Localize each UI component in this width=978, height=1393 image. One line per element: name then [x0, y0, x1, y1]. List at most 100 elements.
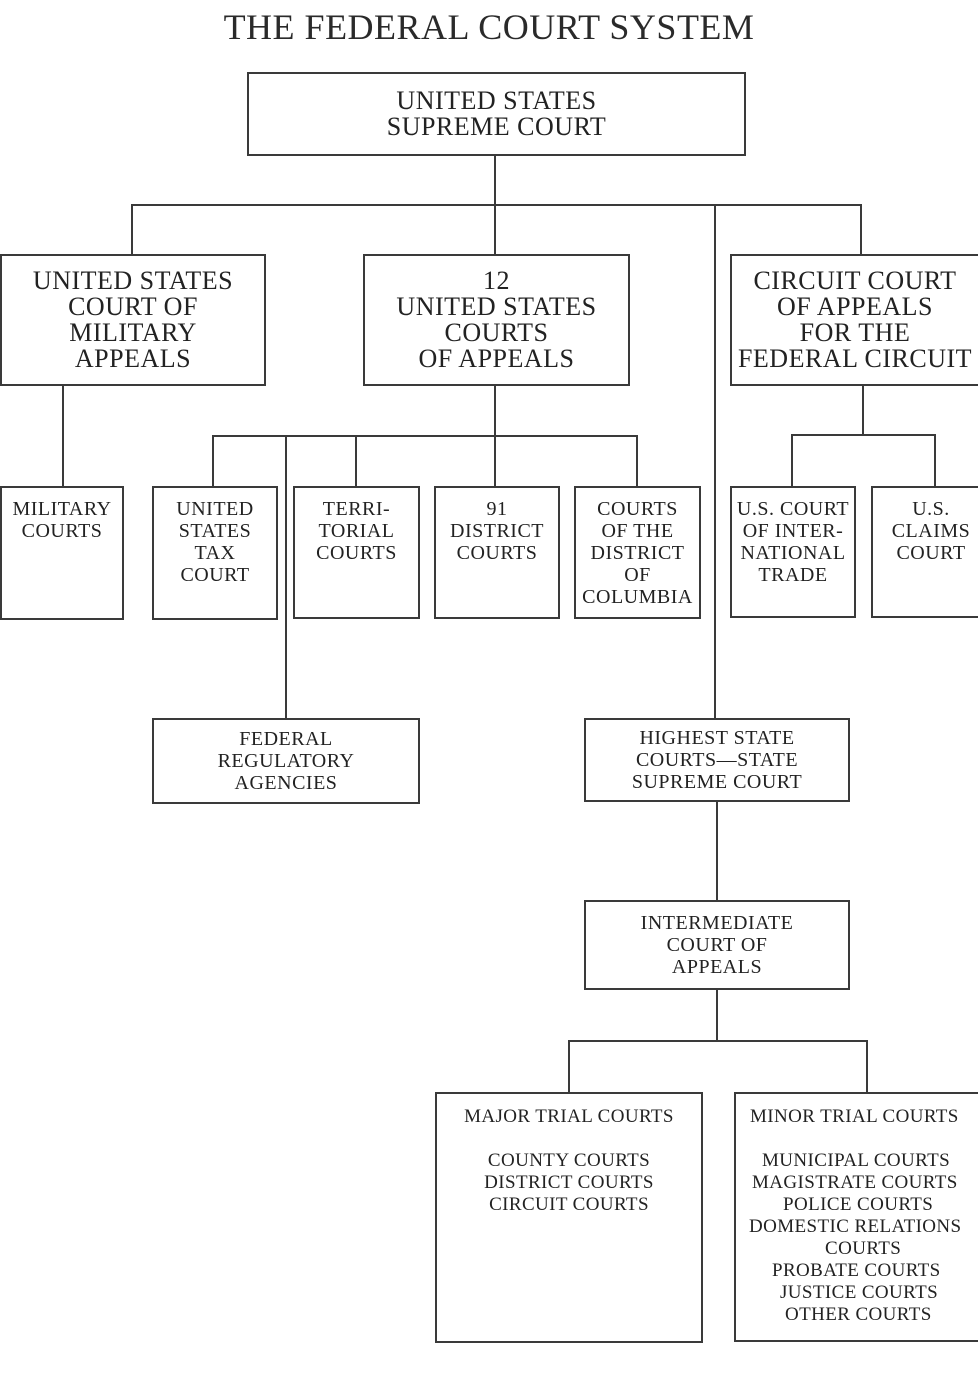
box-heading: MINOR TRIAL COURTS: [750, 1106, 959, 1127]
node-label: OF THE: [601, 520, 674, 542]
connector: [791, 434, 936, 436]
list-item: PROBATE COURTS: [772, 1260, 941, 1281]
spacer: [437, 1128, 701, 1150]
node-label: CLAIMS: [891, 520, 971, 542]
list-item: OTHER COURTS: [785, 1304, 932, 1325]
connector: [494, 204, 496, 254]
connector: [716, 989, 718, 1041]
connector: [716, 801, 718, 901]
node-label: HIGHEST STATE: [639, 727, 795, 749]
connector: [636, 435, 638, 486]
federal-circuit-box: CIRCUIT COURT OF APPEALS FOR THE FEDERAL…: [730, 254, 978, 386]
node-label: NATIONAL: [740, 542, 846, 564]
node-label: APPEALS: [671, 956, 763, 978]
minor-trial-courts-box: MINOR TRIAL COURTS MUNICIPAL COURTS MAGI…: [734, 1092, 978, 1342]
military-courts-box: MILITARY COURTS: [0, 486, 124, 620]
international-trade-box: U.S. COURT OF INTER- NATIONAL TRADE: [730, 486, 856, 618]
node-label: MILITARY: [12, 498, 112, 520]
connector: [131, 204, 862, 206]
node-label: TRADE: [758, 564, 828, 586]
node-label: OF INTER-: [742, 520, 844, 542]
node-label: 12: [483, 266, 510, 295]
node-label: COLUMBIA: [582, 586, 693, 608]
district-courts-box: 91 DISTRICT COURTS: [434, 486, 560, 619]
supreme-court-box: UNITED STATES SUPREME COURT: [247, 72, 746, 156]
node-label: FEDERAL: [239, 728, 333, 750]
box-heading: MAJOR TRIAL COURTS: [464, 1106, 674, 1127]
regulatory-agencies-box: FEDERAL REGULATORY AGENCIES: [152, 718, 420, 804]
chart-title: THE FEDERAL COURT SYSTEM: [223, 7, 755, 47]
connector: [791, 434, 793, 486]
node-label: SUPREME COURT: [386, 112, 607, 141]
node-label: UNITED STATES: [396, 292, 597, 321]
node-label: DISTRICT: [450, 520, 544, 542]
list-item: DOMESTIC RELATIONS: [749, 1216, 962, 1237]
node-label: INTERMEDIATE: [640, 912, 794, 934]
list-item: JUSTICE COURTS: [780, 1282, 939, 1303]
node-label: 91: [486, 498, 508, 520]
list-item: MUNICIPAL COURTS: [762, 1150, 951, 1171]
node-label: FOR THE: [799, 318, 911, 347]
list-item: COURTS: [825, 1238, 902, 1259]
connector: [860, 204, 862, 254]
state-supreme-court-box: HIGHEST STATE COURTS—STATE SUPREME COURT: [584, 718, 850, 802]
list-item: MAGISTRATE COURTS: [752, 1172, 958, 1193]
node-label: DISTRICT: [590, 542, 685, 564]
list-item: COUNTY COURTS: [487, 1150, 651, 1171]
connector: [862, 385, 864, 435]
claims-court-box: U.S. CLAIMS COURT: [871, 486, 978, 618]
tax-court-box: UNITED STATES TAX COURT: [152, 486, 278, 620]
list-item: POLICE COURTS: [783, 1194, 934, 1215]
node-label: FEDERAL CIRCUIT: [737, 344, 973, 373]
connector: [934, 434, 936, 486]
node-label: U.S. COURT: [736, 498, 850, 520]
node-label: COURTS: [316, 542, 397, 564]
connector: [568, 1040, 868, 1042]
node-label: APPEALS: [74, 344, 192, 373]
node-label: COURTS: [21, 520, 103, 542]
connector: [212, 435, 214, 486]
intermediate-appeals-box: INTERMEDIATE COURT OF APPEALS: [584, 900, 850, 990]
node-label: STATES: [178, 520, 252, 542]
node-label: COURTS: [597, 498, 678, 520]
connector: [285, 435, 287, 718]
node-label: OF: [624, 564, 651, 586]
connector: [62, 385, 64, 486]
connector: [494, 435, 496, 486]
list-item: CIRCUIT COURTS: [489, 1194, 649, 1215]
connector: [131, 204, 133, 254]
major-trial-courts-box: MAJOR TRIAL COURTS COUNTY COURTS DISTRIC…: [435, 1092, 703, 1343]
node-label: UNITED STATES: [396, 86, 597, 115]
node-label: COURT OF: [68, 292, 198, 321]
node-label: MILITARY: [69, 318, 197, 347]
territorial-courts-box: TERRI- TORIAL COURTS: [293, 486, 420, 619]
connector: [212, 435, 638, 437]
connector: [568, 1040, 570, 1092]
node-label: CIRCUIT COURT: [753, 266, 957, 295]
node-label: COURTS: [444, 318, 549, 347]
node-label: TAX: [194, 542, 236, 564]
connector: [866, 1040, 868, 1092]
connector: [494, 155, 496, 205]
courts-of-appeals-box: 12 UNITED STATES COURTS OF APPEALS: [363, 254, 630, 386]
connector: [494, 385, 496, 436]
node-label: COURT OF: [666, 934, 768, 956]
dc-courts-box: COURTS OF THE DISTRICT OF COLUMBIA: [574, 486, 701, 619]
military-appeals-box: UNITED STATES COURT OF MILITARY APPEALS: [0, 254, 266, 386]
node-label: REGULATORY: [217, 750, 355, 772]
list-item: DISTRICT COURTS: [484, 1172, 654, 1193]
node-label: UNITED: [176, 498, 254, 520]
node-label: AGENCIES: [234, 772, 338, 794]
node-label: U.S.: [912, 498, 950, 520]
connector: [355, 435, 357, 486]
node-label: OF APPEALS: [777, 292, 933, 321]
node-label: COURTS—STATE: [635, 749, 799, 771]
spacer: [736, 1128, 978, 1150]
node-label: TERRI-: [322, 498, 391, 520]
node-label: COURT: [896, 542, 966, 564]
node-label: COURTS: [456, 542, 538, 564]
node-label: COURT: [180, 564, 250, 586]
node-label: UNITED STATES: [32, 266, 234, 295]
node-label: OF APPEALS: [418, 344, 575, 373]
